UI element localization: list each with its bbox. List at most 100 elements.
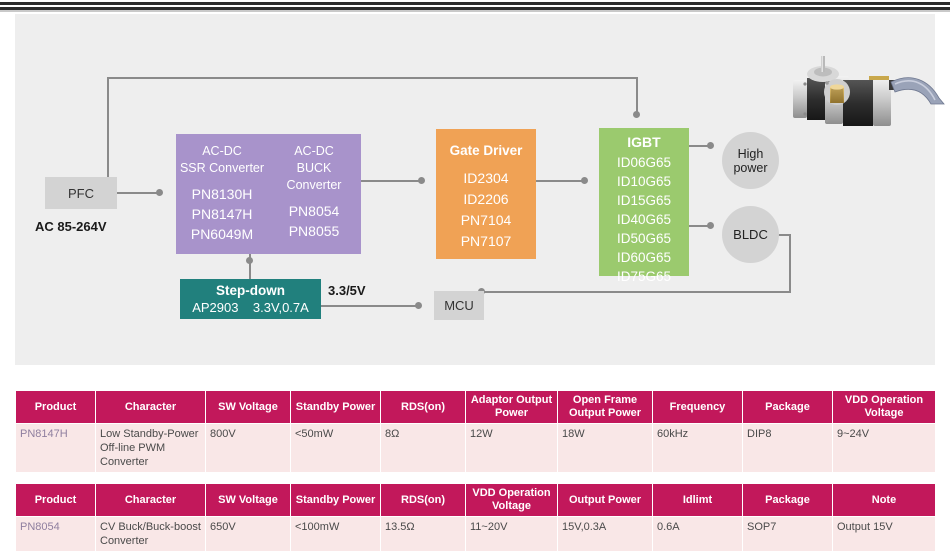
wire-acdc-to-gate — [361, 180, 423, 182]
step-down-part: AP2903 — [192, 300, 239, 315]
wire-bldc-feedback-stub — [775, 234, 791, 236]
top-divider-line-3 — [0, 10, 950, 12]
cell-frequency: 60kHz — [652, 423, 743, 473]
table-row[interactable]: PN8054 CV Buck/Buck-boost Converter 650V… — [15, 516, 936, 552]
block-pfc-label: PFC — [68, 185, 94, 201]
column-header[interactable]: Adaptor Output Power — [465, 390, 558, 424]
node-high-power[interactable]: High power — [722, 132, 779, 189]
cell-product: PN8054 — [15, 516, 96, 552]
top-divider-gap — [0, 6, 950, 7]
block-igbt-title: IGBT — [627, 134, 661, 150]
column-header[interactable]: VDD Operation Voltage — [832, 390, 936, 424]
column-header[interactable]: VDD Operation Voltage — [465, 483, 558, 517]
block-igbt[interactable]: IGBT ID06G65 ID10G65 ID15G65 ID40G65 ID5… — [599, 128, 689, 284]
column-header[interactable]: Output Power — [557, 483, 653, 517]
column-header[interactable]: Standby Power — [290, 390, 381, 424]
cell-output-power: 15V,0.3A — [557, 516, 653, 552]
block-acdc-buck[interactable]: AC-DC BUCK Converter PN8054 PN8055 — [268, 134, 360, 241]
part-item: PN8054 — [288, 203, 340, 219]
cell-sw-voltage: 800V — [205, 423, 291, 473]
column-header[interactable]: Open Frame Output Power — [557, 390, 653, 424]
cell-rds-on: 8Ω — [380, 423, 466, 473]
wire-dot-stepdown-in — [246, 257, 253, 264]
part-item: ID40G65 — [616, 212, 672, 227]
part-item: PN8055 — [288, 223, 340, 239]
block-acdc-ssr-title: AC-DC SSR Converter — [176, 143, 268, 177]
part-item: ID60G65 — [616, 250, 672, 265]
block-step-down-parts: AP2903 3.3V,0.7A — [180, 300, 321, 315]
wire-gate-to-igbt — [536, 180, 586, 182]
cell-vdd-operation-voltage: 9~24V — [832, 423, 936, 473]
cell-character: CV Buck/Buck-boost Converter — [95, 516, 206, 552]
acdc-ssr-title-line1: AC-DC — [202, 144, 242, 158]
column-header[interactable]: Standby Power — [290, 483, 381, 517]
cell-note: Output 15V — [832, 516, 936, 552]
table-header-row: Product Character SW Voltage Standby Pow… — [15, 390, 936, 424]
block-acdc-buck-parts: PN8054 PN8055 — [268, 201, 360, 241]
spec-table-pn8054: Product Character SW Voltage Standby Pow… — [15, 483, 936, 552]
column-header[interactable]: Frequency — [652, 390, 743, 424]
column-header[interactable]: SW Voltage — [205, 483, 291, 517]
part-item: PN6049M — [190, 226, 254, 242]
cell-character: Low Standby-Power Off-line PWM Converter — [95, 423, 206, 473]
block-gate-driver-parts: ID2304 ID2206 PN7104 PN7107 — [436, 168, 536, 252]
column-header[interactable]: RDS(on) — [380, 390, 466, 424]
wire-dot-bldc — [707, 222, 714, 229]
column-header[interactable]: Note — [832, 483, 936, 517]
wire-mcu-to-bldc-feedback — [484, 291, 791, 293]
cell-standby-power: <100mW — [290, 516, 381, 552]
part-item: PN8147H — [191, 206, 253, 222]
block-step-down[interactable]: Step-down AP2903 3.3V,0.7A — [180, 279, 321, 319]
part-item: ID75G65 — [616, 269, 672, 284]
cell-adaptor-output-power: 12W — [465, 423, 558, 473]
wire-top-bus — [107, 77, 638, 79]
acdc-buck-title-line2: BUCK Converter — [286, 161, 342, 192]
block-mcu-label: MCU — [444, 298, 474, 313]
wire-igbt-to-bldc — [689, 225, 711, 227]
column-header[interactable]: Idlimt — [652, 483, 743, 517]
column-header[interactable]: Package — [742, 390, 833, 424]
part-item: PN7104 — [460, 212, 512, 228]
wire-dot-highpower — [707, 142, 714, 149]
column-header[interactable]: Character — [95, 483, 206, 517]
wire-stepdown-to-mcu — [321, 305, 421, 307]
wire-dot-mcu-in — [415, 302, 422, 309]
rail-voltage-label: 3.3/5V — [328, 283, 366, 298]
cell-standby-power: <50mW — [290, 423, 381, 473]
cell-vdd-operation-voltage: 11~20V — [465, 516, 558, 552]
step-down-spec: 3.3V,0.7A — [252, 300, 309, 315]
part-item: ID15G65 — [616, 193, 672, 208]
column-header[interactable]: Product — [15, 483, 96, 517]
high-power-label: High power — [733, 146, 768, 175]
block-diagram-canvas: PFC AC 85-264V AC-DC SSR Converter PN813… — [15, 14, 945, 365]
table-header-row: Product Character SW Voltage Standby Pow… — [15, 483, 936, 517]
node-bldc[interactable]: BLDC — [722, 206, 779, 263]
block-mcu[interactable]: MCU — [434, 291, 484, 320]
column-header[interactable]: Product — [15, 390, 96, 424]
column-header[interactable]: Character — [95, 390, 206, 424]
cell-package: SOP7 — [742, 516, 833, 552]
column-header[interactable]: SW Voltage — [205, 390, 291, 424]
wire-dot-gate-in — [418, 177, 425, 184]
cell-package: DIP8 — [742, 423, 833, 473]
part-item: ID10G65 — [616, 174, 672, 189]
block-acdc-ssr[interactable]: AC-DC SSR Converter PN8130H PN8147H PN60… — [176, 134, 268, 244]
wire-pfc-riser — [107, 77, 109, 193]
wire-acdc-to-stepdown — [249, 254, 251, 279]
part-item: ID2206 — [463, 191, 509, 207]
block-gate-driver-title: Gate Driver — [449, 143, 523, 158]
block-acdc-ssr-parts: PN8130H PN8147H PN6049M — [176, 184, 268, 244]
block-gate-driver[interactable]: Gate Driver ID2304 ID2206 PN7104 PN7107 — [436, 129, 536, 259]
column-header[interactable]: Package — [742, 483, 833, 517]
stepper-motor-image — [793, 56, 945, 126]
wire-dot-igbt-top — [633, 111, 640, 118]
table-row[interactable]: PN8147H Low Standby-Power Off-line PWM C… — [15, 423, 936, 473]
part-item: ID06G65 — [616, 155, 672, 170]
column-header[interactable]: RDS(on) — [380, 483, 466, 517]
part-item: ID2304 — [463, 170, 509, 186]
block-pfc[interactable]: PFC — [45, 177, 117, 209]
block-acdc-converters[interactable]: AC-DC SSR Converter PN8130H PN8147H PN60… — [176, 134, 361, 254]
cell-idlimt: 0.6A — [652, 516, 743, 552]
cell-sw-voltage: 650V — [205, 516, 291, 552]
cell-product: PN8147H — [15, 423, 96, 473]
